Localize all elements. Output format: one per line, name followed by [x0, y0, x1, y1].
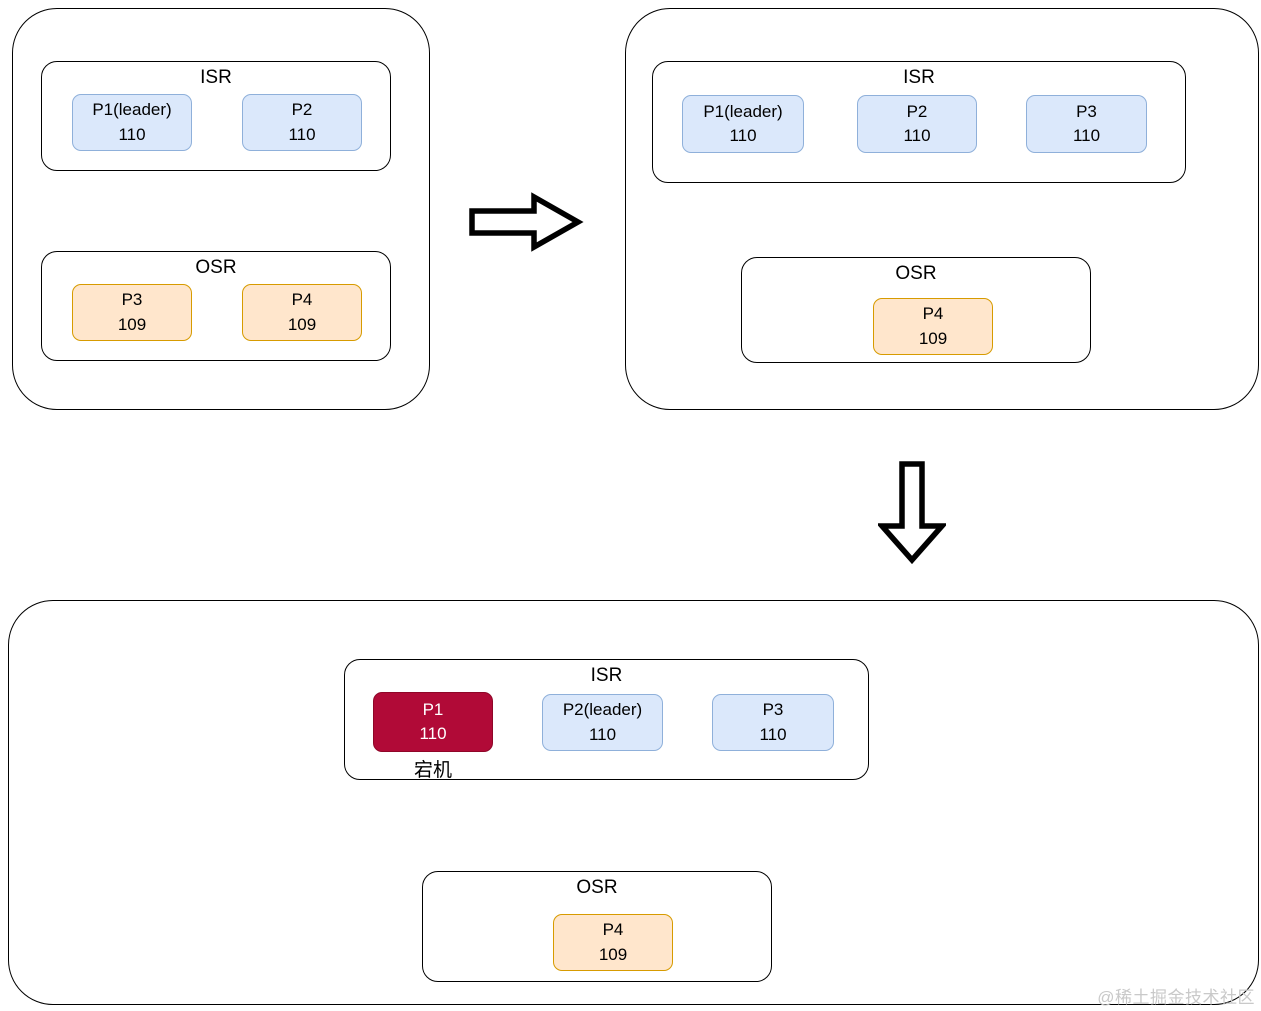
osr-group-state-3: OSR P4 109 — [422, 871, 772, 982]
replica-name: P2 — [291, 100, 313, 120]
replica-p1-leader: P1(leader) 110 — [682, 95, 804, 153]
panel-state-2: ISR P1(leader) 110 P2 110 P3 110 OSR P4 … — [625, 8, 1259, 410]
panel-state-3: ISR P1 110 宕机 P2(leader) 110 P3 110 OSR … — [8, 600, 1259, 1005]
isr-label: ISR — [903, 67, 935, 88]
replica-p4: P4 109 — [553, 914, 673, 971]
right-arrow-icon — [469, 192, 584, 252]
replica-name: P4 — [602, 920, 624, 940]
replica-offset: 110 — [903, 126, 931, 145]
replica-offset: 109 — [598, 944, 628, 964]
replica-p2-leader: P2(leader) 110 — [542, 694, 663, 751]
replica-offset: 109 — [918, 328, 948, 348]
replica-p3: P3 109 — [72, 284, 192, 341]
replica-p3: P3 110 — [712, 694, 834, 751]
replica-name: P1(leader) — [703, 101, 783, 121]
replica-name: P3 — [121, 290, 143, 310]
replica-offset: 109 — [287, 314, 317, 334]
replica-p1-leader: P1(leader) 110 — [72, 94, 192, 151]
crashed-note: 宕机 — [413, 760, 452, 781]
replica-offset: 110 — [588, 724, 617, 744]
replica-name: P1(leader) — [92, 100, 172, 120]
replica-name: P2(leader) — [562, 700, 643, 720]
replica-offset: 110 — [759, 724, 787, 744]
replica-p4: P4 109 — [242, 284, 362, 341]
replica-offset: 109 — [117, 314, 147, 334]
isr-group-state-2: ISR P1(leader) 110 P2 110 P3 110 — [652, 61, 1186, 183]
replica-name: P3 — [1076, 101, 1097, 121]
watermark: @稀土掘金技术社区 — [1097, 988, 1255, 1007]
osr-group-state-1: OSR P3 109 P4 109 — [41, 251, 391, 361]
panel-state-1: ISR P1(leader) 110 P2 110 OSR P3 109 P4 … — [12, 8, 430, 410]
replica-name: P2 — [906, 101, 928, 121]
isr-group-state-3: ISR P1 110 宕机 P2(leader) 110 P3 110 — [344, 659, 869, 781]
isr-label: ISR — [590, 665, 623, 686]
replica-offset: 110 — [1072, 126, 1101, 145]
replica-name: P3 — [762, 700, 784, 720]
replica-p2: P2 110 — [242, 94, 362, 151]
replica-offset: 110 — [419, 724, 447, 743]
replica-p3: P3 110 — [1026, 95, 1147, 153]
replica-p4: P4 109 — [873, 298, 993, 355]
isr-label: ISR — [200, 67, 232, 88]
replica-offset: 110 — [729, 126, 757, 145]
isr-group-state-1: ISR P1(leader) 110 P2 110 — [41, 61, 391, 171]
osr-label: OSR — [895, 263, 937, 284]
replica-name: P1 — [422, 699, 444, 719]
replica-offset: 110 — [118, 124, 146, 144]
osr-label: OSR — [576, 877, 618, 898]
osr-group-state-2: OSR P4 109 — [741, 257, 1091, 363]
replica-name: P4 — [291, 290, 313, 310]
replica-p1-crashed: P1 110 — [373, 692, 493, 752]
down-arrow-icon — [878, 461, 946, 565]
replica-name: P4 — [922, 304, 944, 324]
osr-label: OSR — [195, 257, 237, 278]
replica-offset: 110 — [288, 124, 316, 144]
replica-p2: P2 110 — [857, 95, 977, 153]
